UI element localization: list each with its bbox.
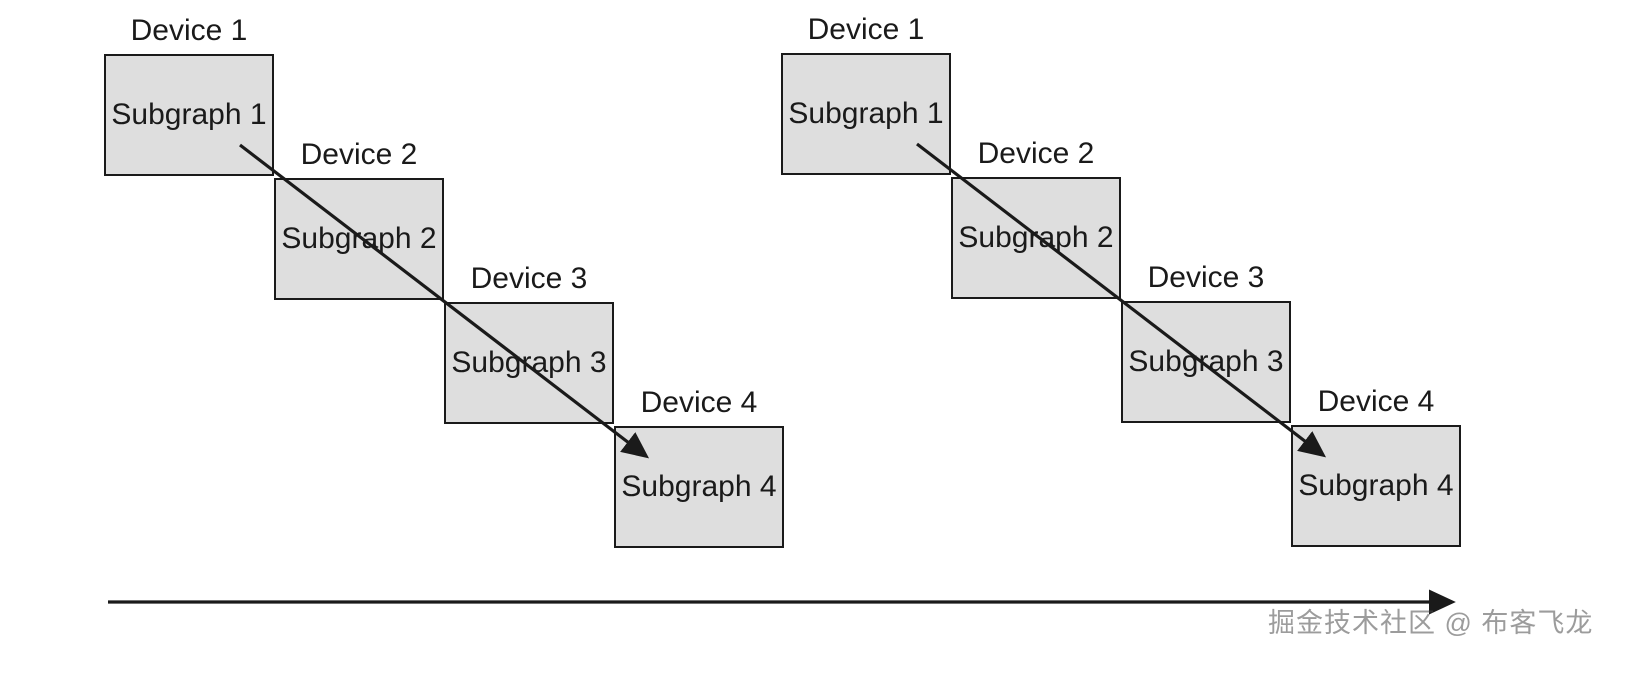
subgraph-box[interactable]: [614, 426, 784, 548]
device-label: Device 2: [977, 137, 1095, 170]
subgraph-label: Subgraph 3: [451, 346, 607, 379]
watermark-text: 掘金技术社区 @ 布客飞龙: [1268, 608, 1594, 638]
subgraph-label: Subgraph 1: [111, 98, 267, 131]
subgraph-label: Subgraph 3: [1128, 345, 1284, 378]
device-label: Device 3: [1147, 261, 1265, 294]
subgraph-label: Subgraph 4: [621, 470, 777, 503]
device-label: Device 1: [130, 14, 248, 47]
device-label: Device 1: [807, 13, 925, 46]
device-label: Device 4: [640, 386, 758, 419]
device-label: Device 4: [1317, 385, 1435, 418]
subgraph-label: Subgraph 1: [788, 97, 944, 130]
subgraph-label: Subgraph 2: [958, 221, 1114, 254]
subgraph-label: Subgraph 2: [281, 222, 437, 255]
subgraph-label: Subgraph 4: [1298, 469, 1454, 502]
